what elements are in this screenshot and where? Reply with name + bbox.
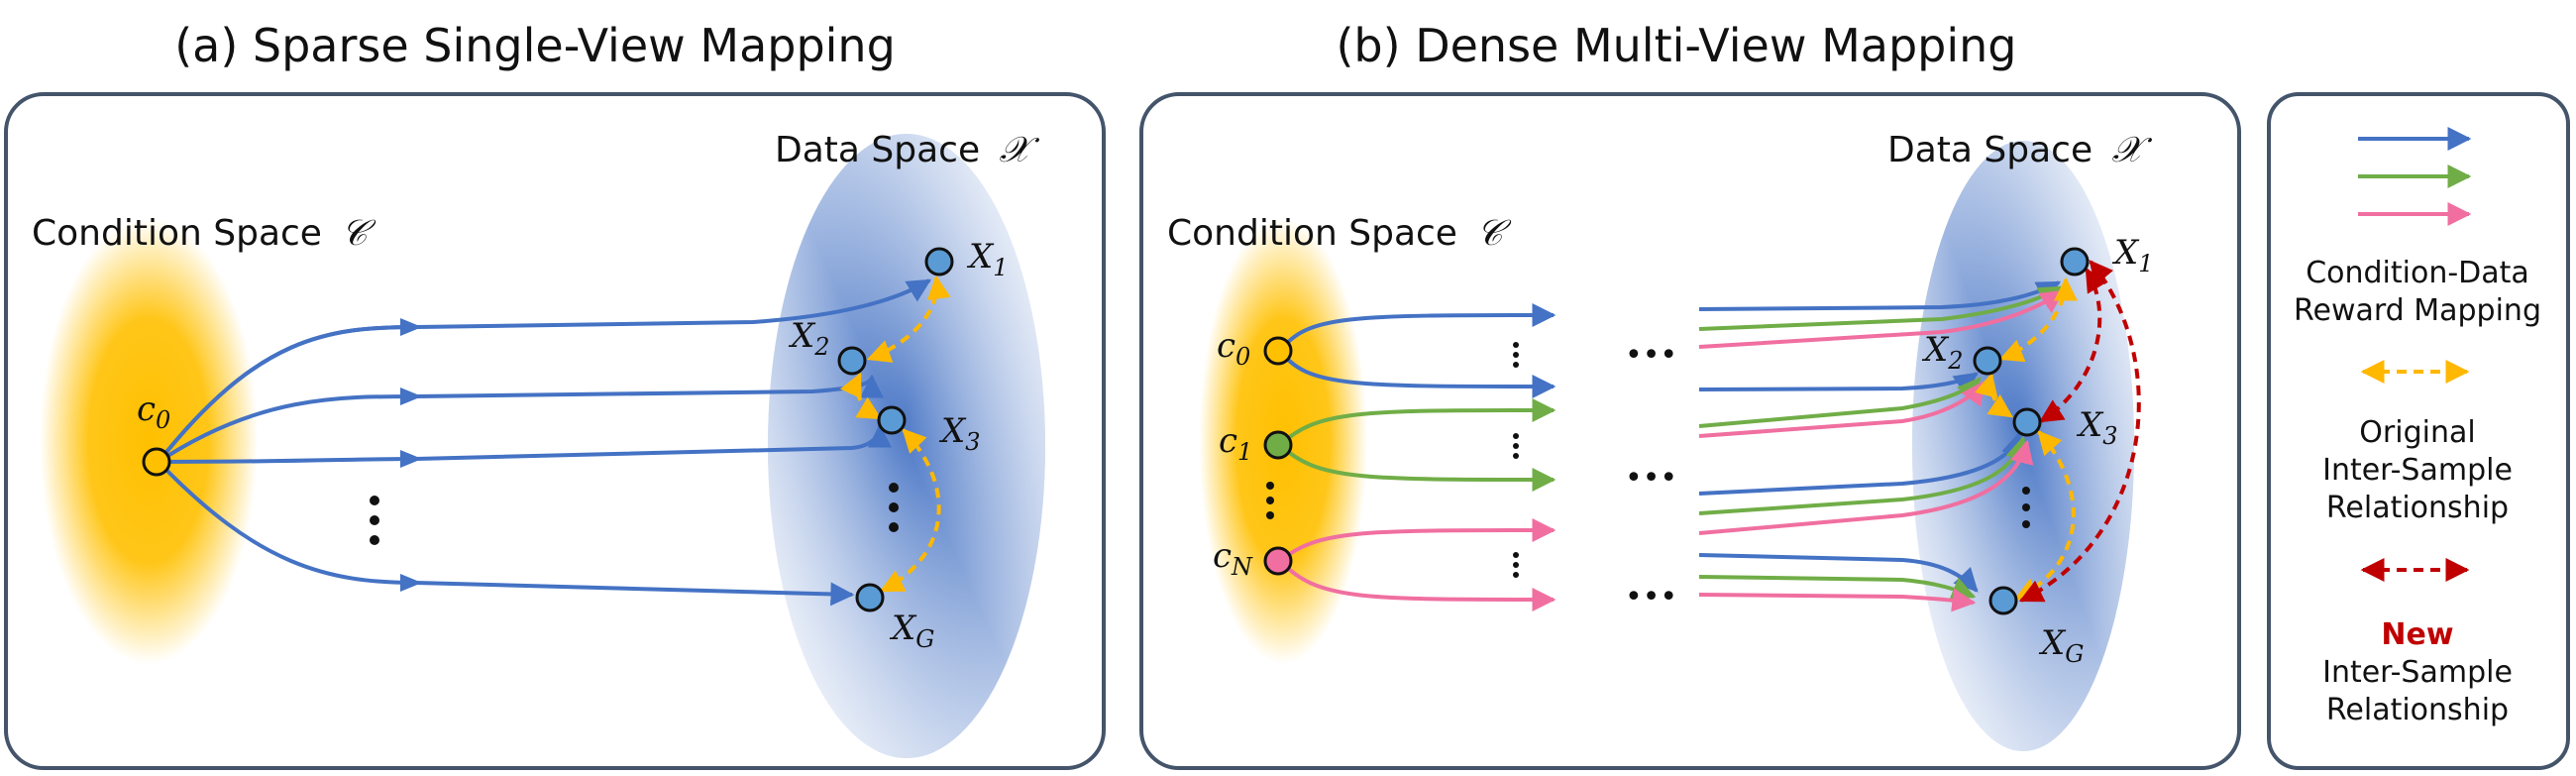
incoming-arrow-blue-x2 — [1698, 372, 1979, 396]
ellipsis-dot — [1513, 433, 1519, 439]
data-space-region — [1912, 141, 2134, 751]
data-node-x2 — [837, 346, 867, 376]
mapping-arrow-c1-green-2 — [1278, 443, 1556, 492]
label-x1: X1 — [966, 237, 1009, 281]
legend-mapping-line2: Reward Mapping — [2294, 293, 2541, 328]
ellipsis-dot — [889, 483, 899, 493]
horizontal-ellipsis: ••• — [1625, 580, 1677, 614]
label-x2: X2 — [788, 316, 830, 361]
ellipsis-dot — [2022, 503, 2030, 511]
data-node-xg — [855, 583, 885, 612]
condition-space-region — [40, 218, 258, 664]
condition-node-c1 — [1263, 430, 1293, 460]
arrow-mid-head — [400, 318, 422, 336]
horizontal-ellipsis: ••• — [1625, 338, 1677, 373]
data-node-xg — [1988, 586, 2018, 615]
horizontal-ellipsis: ••• — [1625, 461, 1677, 496]
label-x3: X3 — [938, 411, 981, 456]
panel-b-title: (b) Dense Multi-View Mapping — [1336, 19, 2016, 72]
ellipsis-dot — [1266, 497, 1274, 504]
condition-node-cn — [1263, 546, 1293, 576]
condition-space-label: Condition Space 𝒞 — [1167, 213, 1512, 254]
panel-b-frame — [1139, 92, 2241, 770]
legend-original-line2: Inter-Sample — [2322, 453, 2513, 488]
ellipsis-dot — [1266, 511, 1274, 519]
ellipsis-dot — [1513, 362, 1519, 368]
legend-new-word: New — [2381, 617, 2453, 652]
ellipsis-dot — [2022, 487, 2030, 495]
condition-space-label: Condition Space 𝒞 — [32, 213, 376, 254]
ellipsis-dot — [1266, 482, 1274, 490]
legend-new-line3: Relationship — [2326, 693, 2509, 727]
legend-original-line3: Relationship — [2326, 491, 2509, 525]
ellipsis-dot — [2022, 520, 2030, 528]
label-xg: XG — [2038, 623, 2084, 668]
label-c0: c0 — [1217, 326, 1250, 371]
ellipsis-dot — [1513, 453, 1519, 459]
ellipsis-dot — [1513, 443, 1519, 449]
incoming-arrow-pink-xg — [1698, 588, 1977, 612]
legend-original-line1: Original — [2359, 415, 2475, 450]
ellipsis-dot — [1513, 352, 1519, 358]
ellipsis-dot — [370, 535, 379, 545]
legend-frame — [2267, 92, 2570, 770]
panel-a-frame — [4, 92, 1106, 770]
ellipsis-dot — [1513, 572, 1519, 578]
data-node-x3 — [877, 405, 907, 435]
ellipsis-dot — [1513, 552, 1519, 558]
data-space-region — [768, 134, 1045, 758]
label-x1: X1 — [2111, 233, 2154, 277]
legend-mapping-line1: Condition-Data — [2306, 256, 2529, 290]
label-xg: XG — [889, 609, 934, 653]
relation-arrow-x1-x2 — [866, 275, 951, 363]
arrow-mid-head — [400, 388, 422, 405]
ellipsis-dot — [889, 522, 899, 532]
data-node-x2 — [1973, 346, 2002, 376]
ellipsis-dot — [370, 496, 379, 505]
label-x2: X2 — [1921, 330, 1964, 375]
arrow-mid-head — [400, 450, 422, 468]
relation-arrow-x2-x3 — [839, 372, 883, 420]
mapping-arrow-a4 — [157, 460, 855, 607]
ellipsis-dot — [370, 515, 379, 525]
mapping-arrow-a3 — [158, 423, 892, 464]
ellipsis-dot — [1513, 562, 1519, 568]
label-cn: cN — [1213, 536, 1253, 581]
mapping-arrow-cn-pink-2 — [1278, 559, 1556, 611]
mapping-arrow-c1-green-1 — [1278, 398, 1556, 447]
ellipsis-dot — [1513, 342, 1519, 348]
relation-arrow-x2-x3 — [1975, 372, 2013, 418]
data-node-x1 — [2060, 247, 2090, 277]
ellipsis-dot — [889, 502, 899, 512]
condition-node-c0 — [142, 447, 171, 477]
data-node-x1 — [924, 247, 954, 277]
mapping-arrow-c0-blue-2 — [1278, 349, 1556, 398]
mapping-arrow-cn-pink-1 — [1278, 518, 1556, 563]
label-c0: c0 — [137, 389, 170, 434]
label-c1: c1 — [1219, 421, 1252, 466]
panel-a-title: (a) Sparse Single-View Mapping — [174, 19, 896, 72]
data-space-label: Data Space 𝒳 — [1887, 130, 2153, 170]
legend-new-line2: Inter-Sample — [2322, 655, 2513, 690]
arrow-mid-head — [400, 574, 422, 592]
condition-node-c0 — [1263, 336, 1293, 366]
label-x3: X3 — [2076, 405, 2118, 450]
mapping-arrow-c0-blue-1 — [1278, 303, 1556, 353]
data-node-x3 — [2012, 407, 2042, 437]
data-space-label: Data Space 𝒳 — [775, 130, 1040, 170]
new-relation-arrow-x1-xg — [2018, 260, 2141, 603]
